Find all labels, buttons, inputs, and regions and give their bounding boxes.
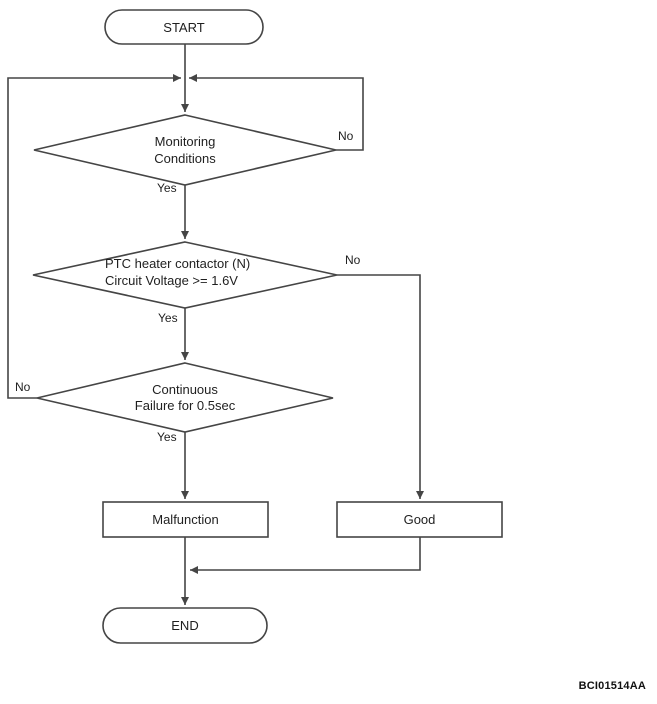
decision-voltage-shape bbox=[32, 241, 338, 309]
edge-monitoring-no-loop bbox=[189, 74, 364, 151]
monitoring-no-label: No bbox=[338, 129, 354, 143]
end-node-label: END bbox=[171, 618, 199, 633]
voltage-no-label: No bbox=[345, 253, 361, 267]
edge-continuous-no-loop bbox=[7, 74, 181, 399]
malfunction-node-shape bbox=[102, 501, 269, 538]
start-node-label: START bbox=[163, 19, 205, 35]
continuous-yes-label: Yes bbox=[157, 430, 177, 444]
voltage-yes-label: Yes bbox=[158, 311, 178, 325]
decision-monitoring-shape bbox=[33, 114, 337, 186]
edge-voltage-no-to-good bbox=[337, 274, 424, 499]
continuous-no-label: No bbox=[15, 380, 31, 394]
decision-continuous-label: Continuous Failure for 0.5sec bbox=[134, 381, 236, 413]
end-node-shape bbox=[102, 607, 268, 644]
good-node-label: Good bbox=[403, 512, 436, 527]
decision-voltage-label: PTC heater contactor (N) Circuit Voltage… bbox=[105, 256, 251, 288]
edge-good-to-merge bbox=[190, 537, 421, 574]
start-node-shape bbox=[104, 9, 264, 45]
figure-code: BCI01514AA bbox=[578, 680, 646, 692]
monitoring-yes-label: Yes bbox=[157, 181, 177, 195]
good-node-shape bbox=[336, 501, 503, 538]
decision-continuous-shape bbox=[36, 362, 334, 433]
malfunction-node-label: Malfunction bbox=[152, 512, 219, 527]
decision-monitoring-label: Monitoring Conditions bbox=[154, 134, 216, 166]
